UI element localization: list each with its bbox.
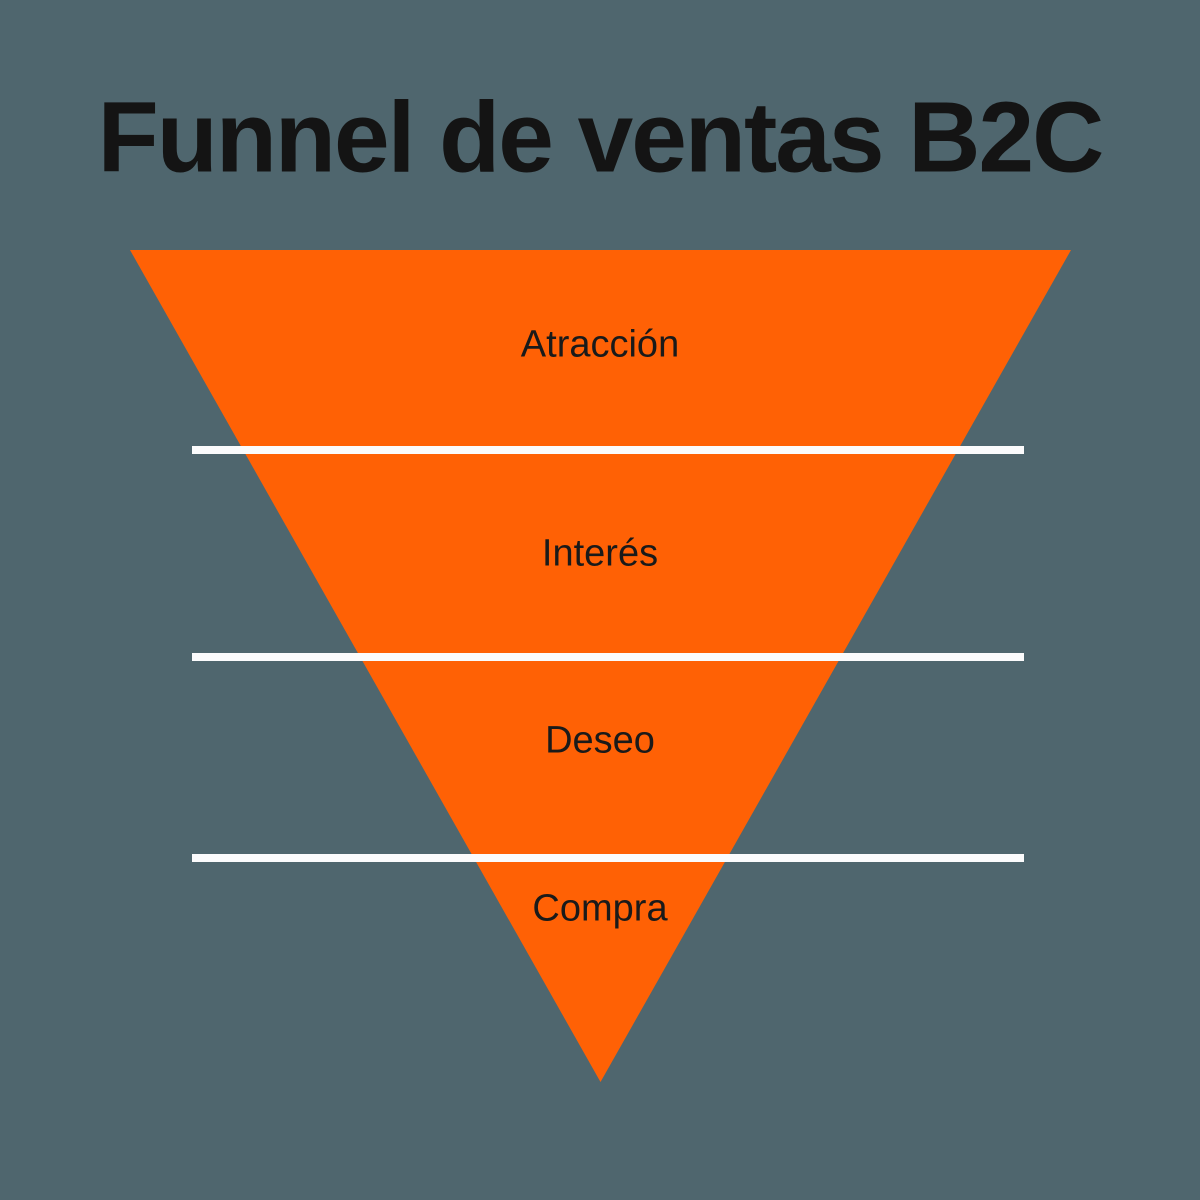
funnel-section-label-interes: Interés bbox=[541, 532, 659, 575]
funnel-divider-2 bbox=[192, 653, 1024, 661]
funnel-triangle bbox=[130, 250, 1071, 1082]
funnel-section-label-compra: Compra bbox=[532, 887, 668, 930]
page-title: Funnel de ventas B2C bbox=[97, 81, 1105, 194]
funnel-section-label-atraccion: Atracción bbox=[520, 323, 680, 366]
funnel-divider-1 bbox=[192, 446, 1024, 454]
funnel-divider-3 bbox=[192, 854, 1024, 862]
funnel-section-label-deseo: Deseo bbox=[545, 719, 655, 762]
